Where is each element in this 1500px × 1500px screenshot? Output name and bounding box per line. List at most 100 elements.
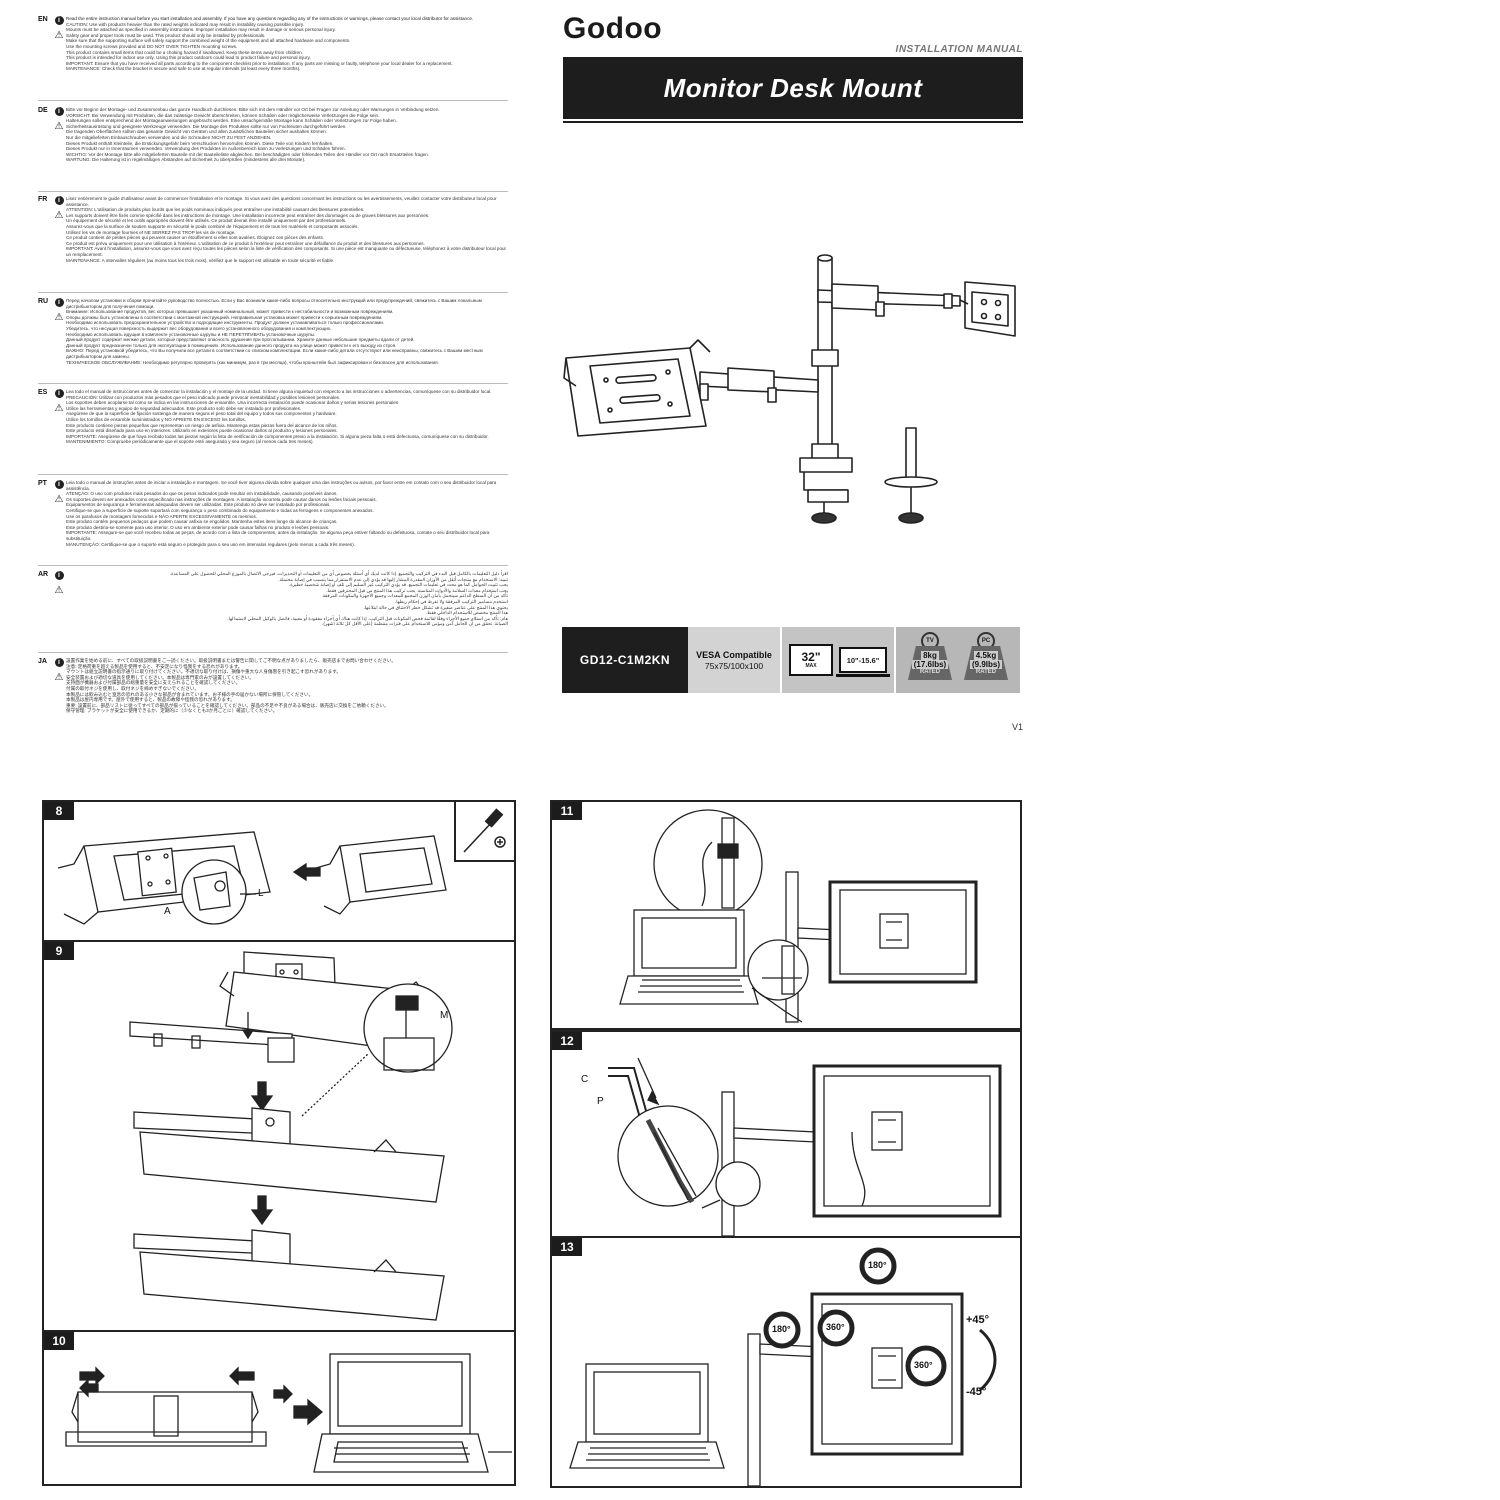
warning-triangle-icon: ⚠ [54,585,64,596]
warning-block-de: DE i ⚠ Bitte vor Beginn der Montage- und… [38,107,508,163]
bullet-text: استخدم مسامير التركيب المرفقة ولا تفرط ف… [394,598,508,604]
maintenance-text: ТЕХНИЧЕСКОЕ ОБСЛУЖИВАНИЕ: Необходимо рег… [66,359,439,365]
vesa-sizes: 75x75/100x100 [704,660,764,671]
laptop-weight-icon: PC 4.5kg (9.9lbs) RATED [963,632,1009,680]
step-9-panel: 9 [42,940,516,1332]
warning-triangle-icon: ⚠ [54,210,64,221]
bullet-text: Ce produit contient de petites pièces qu… [66,235,325,241]
bullet-text: Use the mounting screws provided and DO … [66,43,238,49]
bullet-text: Mounts must be attached as specified in … [66,27,336,33]
bullet-text: Asegúrese de que la superficie de fijaci… [66,411,337,417]
warning-block-pt: PT i ⚠ Leia todo o manual de instruções … [38,480,508,547]
caution-text: تنبيه: الاستخدام مع منتجات أثقل من الأوز… [278,576,508,582]
divider [38,191,508,192]
bullet-text: Dieses Produkt nur in Innenräumen verwen… [66,146,346,152]
bullet-text: Este produto contém pequenos pedaços que… [66,519,338,525]
step-number: 10 [44,1332,74,1350]
divider [38,565,508,566]
bullet-text: يجب تثبيت الحوامل كما هو محدد في تعليمات… [288,582,508,588]
intro-text: Lisez entièrement le guide d'utilisateur… [66,196,497,207]
step-8-panel: 8 A L [42,800,516,942]
step-13-illustration [569,1247,997,1486]
step-11-illustration [619,809,978,1023]
intro-text: 設置作業を始める前に、すべての取扱説明書をご一読ください。取扱説明書または警告に… [66,658,396,663]
bullet-text: Este produto destina-se somente para uso… [66,524,330,530]
bullet-text: Os suportes devem ser anexados como espe… [66,496,377,502]
bullet-text: Опоры должны быть установлены в соответс… [66,314,383,320]
warning-block-es: ES i ⚠ Lea todo el manual de instruccion… [38,389,508,445]
bullet-text: 安全装置および適切な道具を使用してください。本製品は専門家のみが設置してください… [66,674,254,680]
rotation-label: 360° [826,1322,845,1332]
important-text: IMPORTANT: Avant l'installation, assurez… [66,246,507,257]
title-bar: Monitor Desk Mount [563,57,1023,123]
vesa-title: VESA Compatible [696,649,772,660]
bullet-text: يجب استخدام معدات السلامة والأدوات المنا… [326,587,508,593]
caution-text: 注意: 定格荷重を超える製品を使用すると、不安定になり怪我をする恐れがあります。 [66,663,243,669]
part-label: A [164,906,171,917]
bullet-text: Halterungen sollen entsprechend der Mont… [66,118,397,124]
step-number: 13 [552,1238,582,1256]
caution-text: ATTENTION: L'utilisation de produits plu… [66,207,365,213]
warning-block-ar: AR i ⚠ اقرأ دليل التعليمات بالكامل قبل ا… [38,571,508,627]
step-10-illustration [65,1353,512,1473]
step-12-illustration [608,1057,1002,1236]
brand-logo: Godoo [563,12,663,45]
step-8-illustration [57,831,447,925]
product-illustration [563,254,1016,524]
important-text: IMPORTANT: Ensure that you have received… [66,60,453,66]
bullet-text: 付属の取付ネジを使用し、取付ネジを締めすぎないでください。 [66,685,200,691]
manual-label: INSTALLATION MANUAL [895,44,1023,55]
bullet-text: Необходимо использовать предохранительно… [66,320,385,326]
bullet-text: Safety gear and proper tools must be use… [66,32,266,38]
size-spec: 32" MAX 10"-15.6" [782,627,894,693]
info-icon: i [54,16,64,25]
step-number: 9 [44,942,74,960]
part-label: P [597,1096,604,1107]
language-code: RU [38,298,49,305]
part-label: M [440,1010,449,1021]
rotation-label: 180° [868,1260,887,1270]
rotation-label: 360° [914,1360,933,1370]
maintenance-text: MAINTENANCE: A intervalles réguliers (au… [66,257,335,263]
step-12-panel: 12 C P [550,1030,1022,1238]
caution-text: Внимание: Использование продуктов, вес к… [66,309,394,315]
rotation-label: 180° [772,1324,791,1334]
bullet-text: Utilice las herramientas y equipo de seg… [66,405,302,411]
intro-text: Перед началом установки и сборки прочита… [66,298,482,309]
bullet-text: يحتوي هذا المنتج على عناصر صغيرة قد تشكل… [363,604,508,610]
maintenance-text: MANTENIMIENTO: Compruebe periódicamente … [66,439,314,445]
bullet-text: 本製品には飲み込むと窒息の恐れのある小さな部品が含まれています。お子様の手の届か… [66,691,314,697]
monitor-weight: 8kg [921,650,939,660]
laptop-icon: 10"-15.6" [836,647,890,677]
bullet-text: Die tragenden Oberflächen sollten das ge… [66,129,327,135]
warning-triangle-icon: ⚠ [54,312,64,323]
bullet-text: Este producto está diseñado para uso en … [66,428,338,434]
bullet-text: Nur die mitgelieferten Einbauschrauben v… [66,134,272,140]
language-code: AR [38,571,49,578]
version-label: V1 [1012,722,1024,732]
warning-triangle-icon: ⚠ [54,30,64,41]
warning-triangle-icon: ⚠ [54,121,64,132]
bullet-text: Убедитесь, что несущая поверхность выдер… [66,325,332,331]
maintenance-text: MAINTENANCE: Check that the bracket is s… [66,66,301,72]
bullet-text: تأكد من أن السطح الداعم سيتحمل بأمان الو… [321,593,508,599]
info-icon: i [54,196,64,205]
divider [38,100,508,101]
bullet-text: Необходимо использовать идущие в комплек… [66,331,316,337]
important-text: ВАЖНО: Перед установкой убедитесь, что В… [66,348,483,359]
info-icon: i [54,658,64,667]
bullet-text: Un équipement de sécurité et les outils … [66,218,347,224]
bullet-text: This product contains small items that c… [66,49,303,55]
bullet-text: هذا المنتج مخصص للاستخدام الداخلي فقط. [425,610,508,616]
maintenance-text: 保守管理: ブラケットが安全に使用できるか、定期的に（少なくとも3か月ごとに）確… [66,708,278,714]
important-text: WICHTIG: Vor der Montage bitte alle mitg… [66,151,430,157]
weight-tag: PC [977,632,995,650]
bullet-text: 本製品は屋内専用です。屋外で使用すると、製品の故障や怪我の恐れがあります。 [66,697,235,703]
info-icon: i [54,571,64,580]
laptop-tray [565,347,707,437]
bullet-text: Los soportes deben acoplarse tal como se… [66,400,400,406]
bullet-text: Use os parafusos de montagem fornecidos … [66,513,258,519]
screwdriver-icon [463,808,506,853]
rated-label: RATED [919,668,941,675]
language-code: FR [38,196,48,203]
